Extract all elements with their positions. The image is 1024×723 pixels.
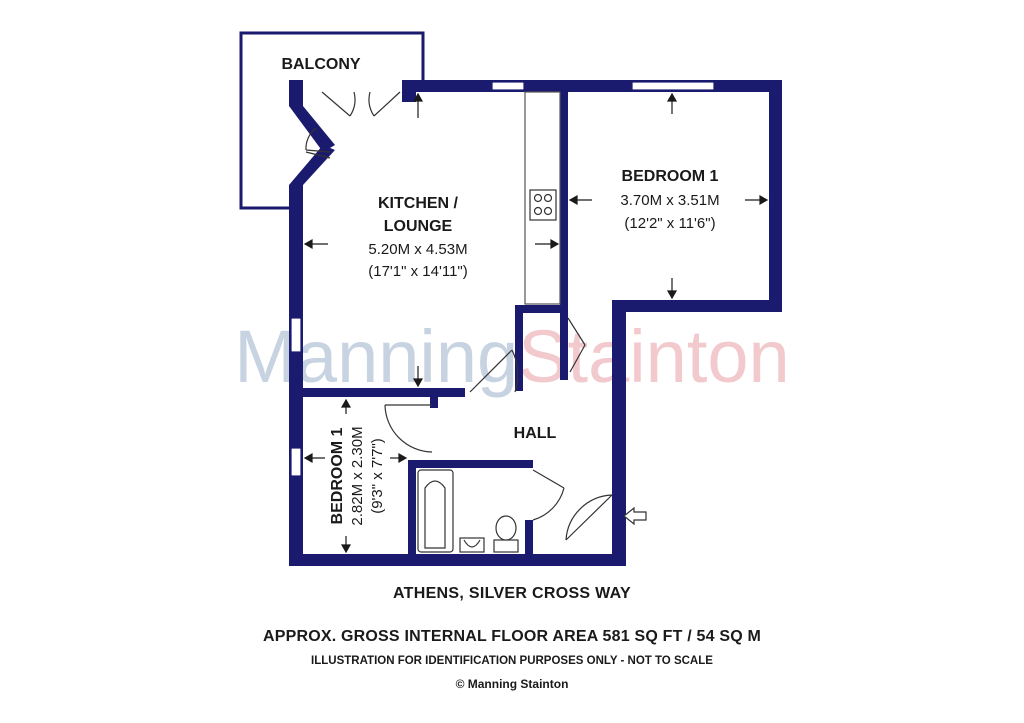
bathroom-fixtures: [417, 469, 519, 553]
bedroom-main-metric: 3.70M x 3.51M: [620, 192, 719, 209]
bedroom-main-label: BEDROOM 1: [622, 168, 719, 185]
watermark-manning: Manning: [234, 315, 518, 398]
kitchen-label-line2: LOUNGE: [384, 218, 453, 235]
bedroom-main-imperial: (12'2" x 11'6"): [624, 215, 715, 232]
window-kitchen-top: [491, 81, 525, 91]
window-bedroom-top: [631, 81, 715, 91]
kitchen-imperial: (17'1" x 14'11"): [368, 263, 468, 280]
kitchen-counter: [524, 91, 561, 305]
window-kitchen-left: [290, 317, 302, 353]
bedroom-small-labels: BEDROOM 1 2.82M x 2.30M (9'3" x 7'7"): [329, 426, 386, 525]
toilet-icon: [493, 539, 519, 553]
window-bedroom-small-left: [290, 447, 302, 477]
floor-area: APPROX. GROSS INTERNAL FLOOR AREA 581 SQ…: [262, 628, 762, 645]
svg-text:ManningStainton: ManningStainton: [234, 315, 789, 398]
bedroom-small-metric: 2.82M x 2.30M: [349, 426, 366, 525]
windows: [290, 81, 715, 477]
kitchen-label-line1: KITCHEN /: [378, 195, 459, 212]
copyright: © Manning Stainton: [455, 677, 569, 691]
balcony-label: BALCONY: [281, 56, 360, 73]
dimension-arrows: [303, 92, 769, 554]
watermark-stainton: Stainton: [518, 315, 790, 398]
kitchen-metric: 5.20M x 4.53M: [368, 241, 467, 258]
bedroom-small-label: BEDROOM 1: [329, 427, 346, 524]
property-address: ATHENS, SILVER CROSS WAY: [392, 585, 632, 602]
entrance-arrow-icon: [623, 506, 647, 526]
disclaimer: ILLUSTRATION FOR IDENTIFICATION PURPOSES…: [311, 655, 713, 667]
doors: [305, 91, 613, 541]
hall-label: HALL: [514, 425, 557, 442]
watermark: ManningStainton: [234, 315, 789, 398]
bedroom-small-imperial: (9'3" x 7'7"): [369, 438, 386, 514]
hob-icon: [529, 189, 557, 221]
